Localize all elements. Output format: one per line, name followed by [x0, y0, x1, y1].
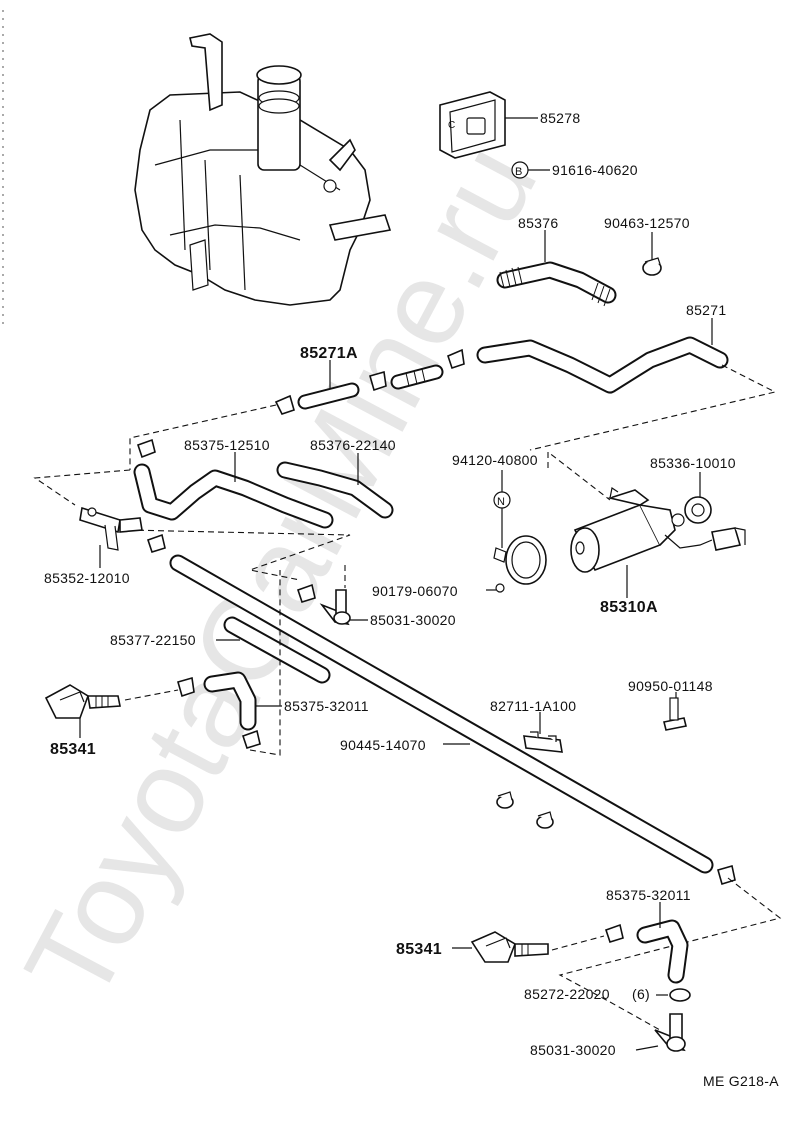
hose-clamp-icon	[496, 791, 736, 1002]
svg-text:C: C	[448, 120, 456, 131]
label-85375-32011-upper: 85375-32011	[284, 698, 369, 714]
grommet-85336-icon	[684, 496, 712, 524]
hose-85271-icon	[476, 336, 729, 394]
label-85271A: 85271A	[300, 345, 358, 362]
label-85376: 85376	[518, 215, 558, 231]
drawing-code: ME G218-A	[703, 1073, 779, 1089]
label-85031-30020-upper: 85031-30020	[370, 612, 456, 628]
connector-pipe-icon	[390, 364, 444, 390]
label-85375-32011-lower: 85375-32011	[606, 887, 691, 903]
hose-85376-22140-icon	[276, 461, 394, 519]
washer-nozzle-icon[interactable]	[44, 684, 121, 719]
motor-band-clamp-icon	[493, 535, 547, 585]
washer-nozzle-icon[interactable]	[470, 931, 549, 963]
hose-85375-32011-upper-icon	[203, 671, 257, 731]
label-85341-upper: 85341	[50, 741, 96, 758]
washer-tank-icon[interactable]	[134, 33, 392, 306]
bracket-85278-icon: C	[439, 91, 506, 159]
label-85278: 85278	[540, 110, 580, 126]
label-85310A: 85310A	[600, 599, 658, 616]
pipe-90445-14070-icon	[169, 554, 714, 874]
label-85376-22140: 85376-22140	[310, 437, 396, 453]
label-90179-06070: 90179-06070	[372, 583, 458, 599]
hose-clamp-icon	[136, 438, 316, 749]
label-85377-22150: 85377-22150	[110, 632, 196, 648]
label-91616-40620: 91616-40620	[552, 162, 638, 178]
label-85336-10010: 85336-10010	[650, 455, 736, 471]
label-94120-40800: 94120-40800	[452, 452, 538, 468]
hose-85376-icon	[496, 261, 617, 307]
hose-clamp-icon	[642, 257, 662, 276]
check-valve-icon	[654, 1013, 686, 1052]
joint-85352-icon	[79, 506, 143, 551]
hose-85377-22150-icon	[223, 616, 331, 684]
label-85271: 85271	[686, 302, 726, 318]
label-85272-22020: 85272-22020	[524, 986, 610, 1002]
label-85352-12010: 85352-12010	[44, 570, 130, 586]
label-90463-12570: 90463-12570	[604, 215, 690, 231]
pipe-85271A-icon	[297, 382, 360, 410]
label-85375-12510: 85375-12510	[184, 437, 270, 453]
hose-85375-12510-icon	[133, 463, 334, 529]
bracket-82711-icon	[523, 731, 563, 753]
bolt-marker: B	[515, 166, 523, 178]
label-82711-1A100: 82711-1A100	[490, 698, 576, 714]
label-85341-lower: 85341	[396, 941, 442, 958]
check-valve-icon	[319, 589, 351, 626]
label-85272-quantity: (6)	[632, 986, 650, 1002]
screw-90950-icon	[663, 697, 687, 731]
washer-motor-icon[interactable]	[570, 487, 746, 573]
label-90950-01148: 90950-01148	[628, 678, 713, 694]
hose-85375-32011-lower-icon	[636, 919, 689, 984]
nut-marker: N	[497, 496, 505, 508]
label-85031-30020-lower: 85031-30020	[530, 1042, 616, 1058]
hose-clamp-icon	[274, 348, 465, 415]
label-90445-14070: 90445-14070	[340, 737, 426, 753]
